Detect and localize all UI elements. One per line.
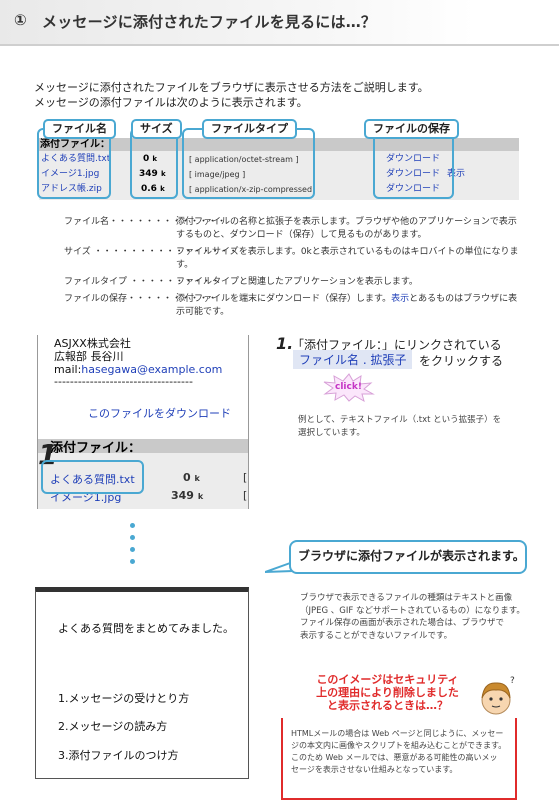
download-link-1[interactable]: ダウンロード [386,154,441,164]
download-link-3[interactable]: ダウンロード [386,184,441,194]
step-highlight: ファイル名 . 拡張子 [293,350,413,369]
definition-term: ファイル名・・・・・・・・・・・・・ [64,217,227,227]
attachment-header-label: 添付ファイル： [40,139,110,150]
note-line: （JPEG 、GIF などサポートされているもの）になります。 [300,605,525,616]
security-body-line: HTMLメールの場合は Web ページと同じように、メッセー [291,729,504,738]
definition-line: 示可能です。 [176,307,230,317]
mail-address-link[interactable]: hasegawa@example.com [81,363,223,376]
section-header [0,0,559,46]
bubble-text: ブラウザに添付ファイルが表示されます。 [298,549,525,563]
mail-person: 広報部 長谷川 [54,350,124,363]
attachment-header-bar [39,138,519,151]
file-item-1: 1.メッセージの受けとり方 [58,692,190,705]
click-burst-icon [323,373,375,402]
note-line: 表示することができないファイルです。 [300,630,453,641]
security-body: HTMLメールの場合は Web ページと同じように、メッセー ジの本文内に画像や… [291,728,511,776]
definition-term: ファイルの保存・・・・・・・・・・ [64,294,218,304]
intro-line-1: メッセージに添付されたファイルをブラウザに表示させる方法をご説明します。 [34,81,429,94]
step-example: 例として、テキストファイル（.txt という拡張子）を 選択しています。 [298,414,528,440]
note-line: ブラウザで表示できるファイルの種類はテキストと画像 [300,593,513,603]
step-instruction-end: をクリックする [419,354,504,368]
flow-dot [130,559,135,564]
definition-line: 添付ファイルの名称と拡張子を表示します。ブラウザや他のアプリケーションで表示 [176,217,517,227]
mail-separator: ----------------------------------- [54,375,193,388]
definition-filetype: ファイルタイプ ・・・・・・・・・・ ファイルタイプと関連したアプリケーションを… [64,276,534,289]
security-body-line: ジの本文内に画像やスクリプトを組み込むことができます。 [291,741,507,750]
security-title-line: このイメージはセキュリティ [316,673,459,686]
callout-save-label: ファイルの保存 [364,119,459,139]
security-box [281,718,517,800]
file-item-2: 2.メッセージの読み方 [58,720,168,733]
step-instruction: 「添付ファイル：」にリンクされている [292,338,502,352]
definition-filename: ファイル名・・・・・・・・・・・・・ 添付ファイルの名称と拡張子を表示します。ブ… [64,216,534,242]
attachment-table-body [39,151,519,200]
download-link-2[interactable]: ダウンロード [386,169,441,179]
definition-list: ファイル名・・・・・・・・・・・・・ 添付ファイルの名称と拡張子を表示します。ブ… [64,216,534,323]
security-body-line: セージを表示させない仕組みとなっています。 [291,765,458,774]
bubble-tail-icon [265,560,293,573]
question-mark-icon: ? [510,676,515,686]
attachment-name-1[interactable]: よくある質問.txt [41,154,111,164]
security-title-line: と表示されるときは…？ [327,699,448,712]
attachment-type-1: [ application/octet-stream ] [189,155,299,164]
definition-size: サイズ ・・・・・・・・・・・・・・・・ ファイルサイズを表示します。0kと表示… [64,246,534,272]
mail-attach-header: 添付ファイル： [50,441,142,456]
click-label: click! [335,382,362,392]
intro-text: メッセージに添付されたファイルをブラウザに表示させる方法をご説明します。 メッセ… [34,80,534,110]
attachment-name-2[interactable]: イメージ1.jpg [41,169,100,179]
example-line: 例として、テキストファイル（.txt という拡張子）を [298,415,502,425]
callout-filetype-label: ファイルタイプ [202,119,297,139]
view-link-2[interactable]: 表示 [447,169,466,179]
definition-text: ファイルタイプと関連したアプリケーションを表示します。 [176,277,418,287]
attachment-size-1: 0 k [143,154,158,164]
mail-attach-size-2: 349 k [171,489,204,502]
mail-attach-name-1[interactable]: よくある質問.txt [50,473,135,486]
attachment-size-3: 0.6 k [141,184,165,194]
mail-attach-name-2[interactable]: イメージ1.jpg [50,491,122,504]
mail-address-line: mail:hasegawa@example.com [54,363,223,376]
mail-attach-bracket-1: [ [243,471,248,484]
step-number: 1. [276,334,294,353]
browser-note: ブラウザで表示できるファイルの種類はテキストと画像 （JPEG 、GIF などサ… [300,592,528,642]
definition-text: 添付ファイルを端末にダウンロード（保存）します。表示とあるものはブラウザに表 示… [176,293,534,319]
mail-download-link[interactable]: このファイルをダウンロード [88,407,231,420]
section-number: ① [14,11,27,29]
flow-dot [130,547,135,552]
person-face-icon: ? [481,676,515,715]
speech-bubble [289,540,527,574]
definition-line: するものと、ダウンロード（保存）して見るものがあります。 [176,230,427,240]
mail-attach-bar [38,439,248,453]
security-title-line: 上の理由により削除しました [316,686,459,699]
attachment-type-3: [ application/x-zip-compressed [189,185,313,194]
page-title: メッセージに添付されたファイルを見るには…？ [42,13,377,31]
selection-highlight [41,460,144,494]
intro-line-2: メッセージの添付ファイルは次のように表示されます。 [34,96,308,109]
security-title: このイメージはセキュリティ 上の理由により削除しました と表示されるときは…？ [305,673,470,712]
definition-text: ファイルサイズを表示します。0kと表示されているものはキロバイトの単位になります… [176,247,519,270]
callout-size-label: サイズ [131,119,182,139]
flow-dot [130,535,135,540]
definition-term: サイズ ・・・・・・・・・・・・・・・・ [64,247,238,257]
definition-line: 添付ファイルを端末にダウンロード（保存）します。表示とあるものはブラウザに表 [176,294,518,304]
header-divider [0,44,559,46]
attachment-size-2: 349 k [139,169,166,179]
file-item-3: 3.添付ファイルのつけ方 [58,749,179,762]
attachment-name-3[interactable]: アドレス帳.zip [41,184,102,194]
definition-text: 添付ファイルの名称と拡張子を表示します。ブラウザや他のアプリケーションで表示 す… [176,216,534,242]
mail-attach-size-1: 0 k [183,471,200,484]
file-heading: よくある質問をまとめてみました。 [58,622,234,635]
definition-save: ファイルの保存・・・・・・・・・・ 添付ファイルを端末にダウンロード（保存）しま… [64,293,534,319]
flow-dot [130,523,135,528]
security-body-line: このため Web メールでは、悪意がある可能性の高いメッ [291,753,498,762]
mail-attach-bracket-2: [ [243,489,248,502]
mail-company: ASJXX株式会社 [54,337,131,350]
note-line: ファイル保存の画面が表示された場合は、ブラウザで [300,618,505,628]
example-line: 選択しています。 [298,428,365,438]
file-view-window: よくある質問をまとめてみました。 1.メッセージの受けとり方 2.メッセージの読… [35,587,249,779]
definition-term: ファイルタイプ ・・・・・・・・・・ [64,277,220,287]
attachment-type-2: [ image/jpeg ] [189,170,246,179]
callout-filename-label: ファイル名 [43,119,116,139]
